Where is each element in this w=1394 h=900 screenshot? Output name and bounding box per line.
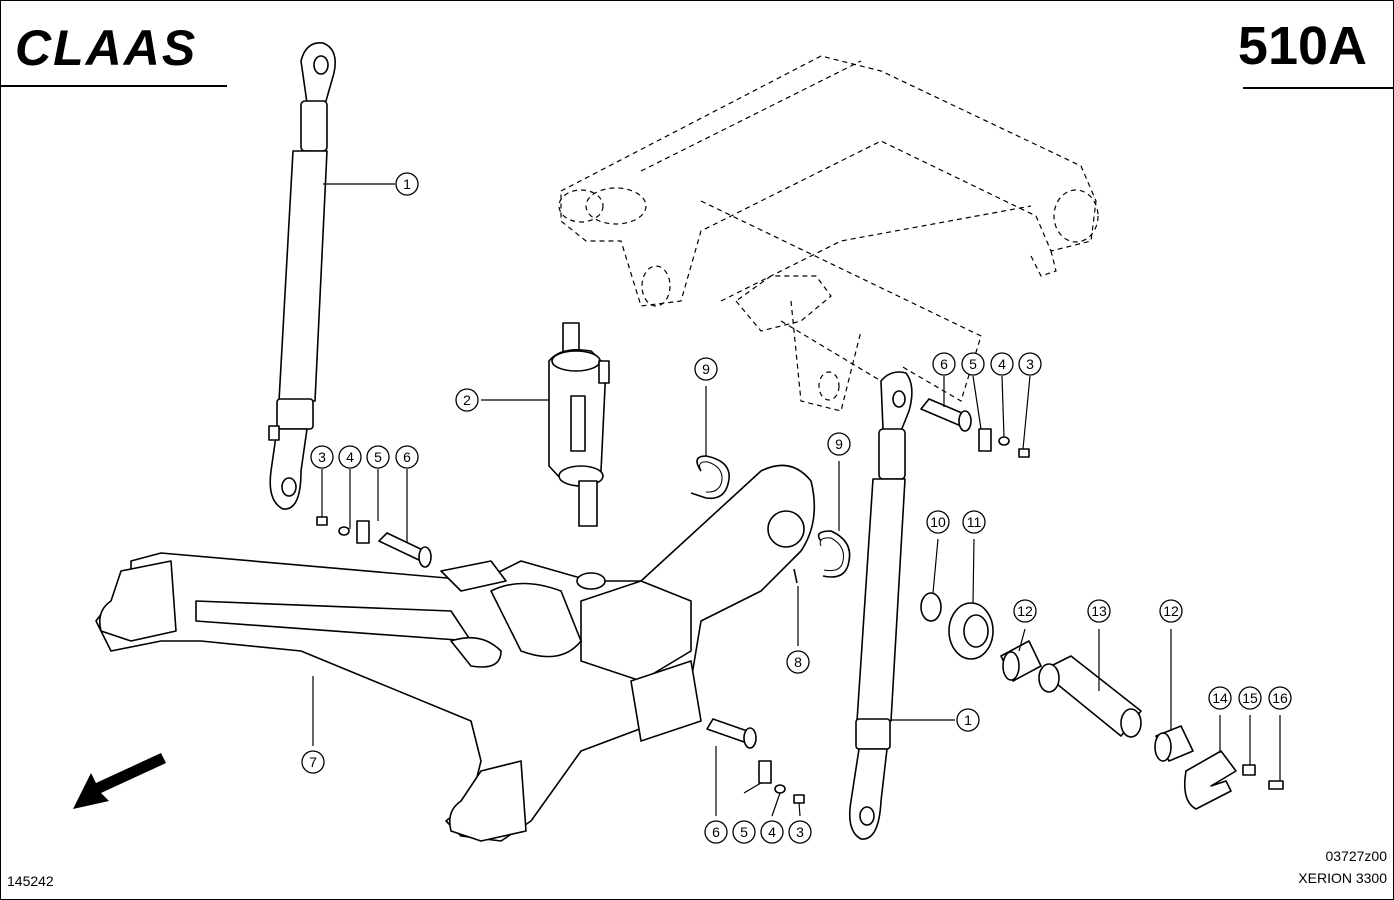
callout-label: 6 — [403, 449, 411, 465]
fasteners — [316, 428, 1030, 804]
top-link-right — [848, 371, 913, 840]
callout-marker: 9 — [827, 432, 851, 456]
callout-marker: 3 — [310, 445, 334, 469]
lower-link-frame — [95, 464, 816, 842]
callout-label: 3 — [1026, 356, 1034, 372]
callout-marker: 5 — [366, 445, 390, 469]
callout-label: 7 — [309, 754, 317, 770]
callout-label: 9 — [835, 436, 843, 452]
callout-label: 8 — [794, 654, 802, 670]
circlips — [690, 455, 851, 578]
callout-marker: 14 — [1208, 686, 1232, 710]
callout-label: 15 — [1242, 690, 1258, 706]
callout-markers: 1 2 3 4 5 6 7 8 9 9 6 5 4 3 10 11 12 13 … — [301, 172, 1292, 844]
callout-label: 1 — [403, 176, 411, 192]
callout-marker: 3 — [1018, 352, 1042, 376]
leader-lines — [312, 183, 1281, 817]
plate-id: 145242 — [7, 873, 54, 889]
header-rule-right — [1243, 87, 1393, 89]
model-name: XERION 3300 — [1298, 870, 1387, 886]
tractor-frame-outline — [558, 55, 1099, 412]
callout-label: 5 — [740, 824, 748, 840]
claas-logo: CLAAS — [15, 20, 237, 76]
callout-label: 6 — [712, 824, 720, 840]
hydraulic-cylinder — [548, 322, 610, 527]
callout-marker: 4 — [338, 445, 362, 469]
header-rule-left — [1, 85, 227, 87]
callout-label: 4 — [998, 356, 1006, 372]
callout-marker: 2 — [455, 388, 479, 412]
pins — [378, 398, 972, 749]
callout-marker: 1 — [395, 172, 419, 196]
top-link-left — [268, 42, 336, 510]
callout-label: 2 — [463, 392, 471, 408]
callout-marker: 6 — [395, 445, 419, 469]
callout-label: 5 — [969, 356, 977, 372]
callout-marker: 5 — [732, 820, 756, 844]
callout-marker: 12 — [1159, 599, 1183, 623]
callout-marker: 13 — [1087, 599, 1111, 623]
callout-marker: 12 — [1013, 599, 1037, 623]
callout-marker: 9 — [694, 357, 718, 381]
callout-marker: 4 — [760, 820, 784, 844]
callout-marker: 1 — [956, 708, 980, 732]
callout-marker: 4 — [990, 352, 1014, 376]
callout-label: 12 — [1163, 603, 1179, 619]
callout-marker: 5 — [961, 352, 985, 376]
callout-label: 13 — [1091, 603, 1107, 619]
callout-marker: 16 — [1268, 686, 1292, 710]
drawing-info: 03727z00 XERION 3300 — [1298, 845, 1387, 889]
callout-marker: 8 — [786, 650, 810, 674]
callout-label: 9 — [702, 361, 710, 377]
drawing-code: 03727z00 — [1325, 848, 1387, 864]
callout-label: 14 — [1212, 690, 1228, 706]
bearing-assembly — [920, 592, 1194, 762]
callout-label: 5 — [374, 449, 382, 465]
callout-marker: 10 — [926, 510, 950, 534]
callout-label: 1 — [964, 712, 972, 728]
callout-label: 11 — [967, 514, 982, 530]
callout-marker: 6 — [704, 820, 728, 844]
callout-marker: 15 — [1238, 686, 1262, 710]
callout-label: 3 — [796, 824, 804, 840]
callout-label: 6 — [940, 356, 948, 372]
retaining-clip — [1183, 750, 1284, 810]
plate-number: 510A — [1237, 16, 1367, 76]
claas-logo-text: CLAAS — [15, 23, 197, 69]
travel-direction-arrow — [73, 753, 166, 809]
roll-pin — [793, 568, 798, 584]
callout-label: 3 — [318, 449, 326, 465]
callout-marker: 11 — [962, 510, 986, 534]
callout-label: 4 — [346, 449, 354, 465]
callout-label: 16 — [1272, 690, 1288, 706]
callout-label: 4 — [768, 824, 776, 840]
callout-marker: 6 — [932, 352, 956, 376]
callout-marker: 3 — [788, 820, 812, 844]
callout-label: 10 — [930, 514, 946, 530]
callout-label: 12 — [1017, 603, 1033, 619]
callout-marker: 7 — [301, 750, 325, 774]
